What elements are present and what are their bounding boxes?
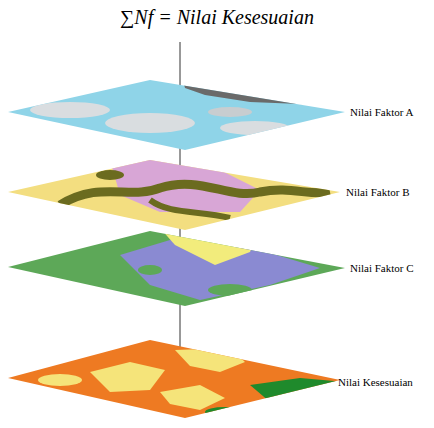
- layer-label: Nilai Kesesuaian: [338, 376, 413, 388]
- layer-a: [0, 70, 360, 160]
- layer-label: Nilai Faktor C: [350, 262, 414, 274]
- layer-label: Nilai Faktor B: [346, 186, 410, 198]
- formula-title: ∑Nf = Nilai Kesesuaian: [120, 6, 314, 29]
- layer-b: [0, 150, 360, 240]
- layer-c: [0, 225, 360, 315]
- layer-result: [0, 335, 360, 425]
- layer-label: Nilai Faktor A: [350, 106, 414, 118]
